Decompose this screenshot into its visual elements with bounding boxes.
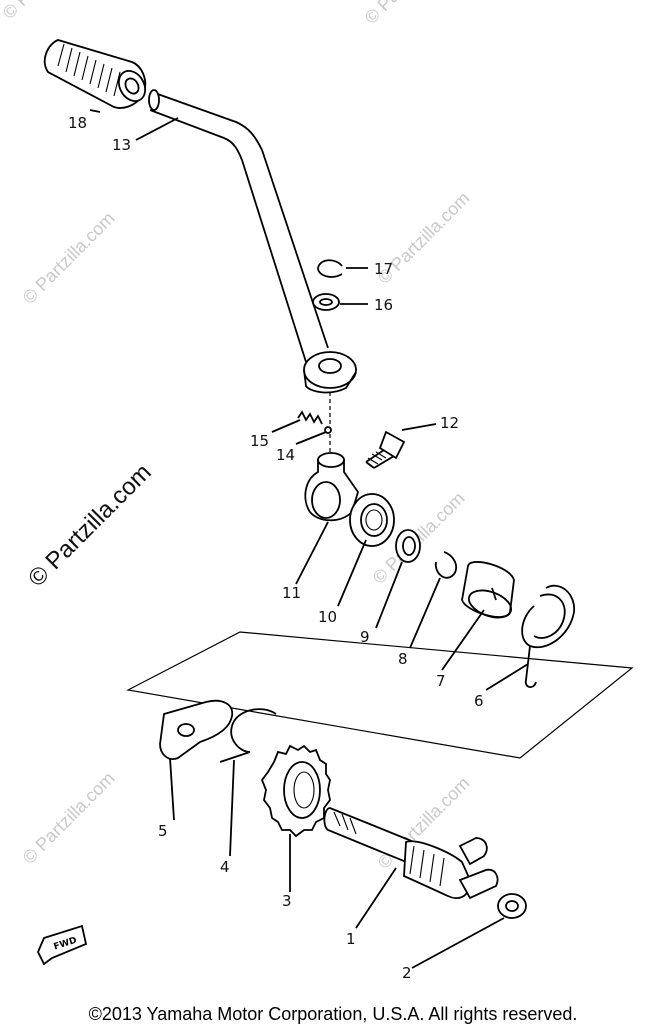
watermark-3: © Partzilla.com — [19, 208, 119, 308]
ball — [324, 426, 332, 434]
assembly-outline — [126, 631, 634, 759]
oil-seal — [349, 493, 395, 547]
label-17: 17 — [374, 260, 393, 278]
kick-spring — [521, 584, 575, 688]
copyright-notice: ©2013 Yamaha Motor Corporation, U.S.A. A… — [88, 1004, 578, 1024]
label-6: 6 — [474, 692, 484, 710]
circlip — [317, 259, 343, 278]
label-9: 9 — [360, 628, 370, 646]
guide-plate — [159, 699, 234, 760]
label-10: 10 — [318, 608, 337, 626]
label-7: 7 — [436, 672, 446, 690]
kick-crank — [148, 89, 357, 394]
label-13: 13 — [112, 136, 131, 154]
label-3: 3 — [282, 892, 292, 910]
label-16: 16 — [374, 296, 393, 314]
label-4: 4 — [220, 858, 230, 876]
fwd-arrow-icon: FWD — [37, 924, 88, 966]
kick-grip — [43, 39, 147, 109]
watermark-2: © Partzilla.com — [361, 0, 461, 28]
kick-axle — [323, 807, 499, 900]
kick-clip — [219, 708, 277, 763]
washer — [312, 293, 340, 311]
bolt — [365, 430, 406, 469]
snap-ring — [434, 551, 458, 579]
label-18: 18 — [68, 114, 87, 132]
label-11: 11 — [282, 584, 301, 602]
spring — [297, 410, 323, 425]
spring-cover — [461, 561, 515, 619]
label-2: 2 — [402, 964, 412, 982]
label-12: 12 — [440, 414, 459, 432]
label-14: 14 — [276, 446, 295, 464]
kick-boss — [304, 452, 359, 522]
part-labels: 18 13 17 16 15 14 12 11 10 9 8 7 6 5 4 3… — [68, 114, 484, 982]
kick-gear — [260, 744, 331, 838]
plain-washer — [395, 529, 421, 563]
watermark-1: © Partzilla.com — [0, 0, 99, 23]
label-8: 8 — [398, 650, 408, 668]
label-1: 1 — [346, 930, 356, 948]
watermark-main: © Partzilla.com — [23, 459, 156, 592]
leader-lines — [89, 109, 529, 969]
kick-starter-parts-diagram: © Partzilla.com © Partzilla.com © Partzi… — [0, 0, 634, 982]
watermark-6: © Partzilla.com — [19, 768, 119, 868]
label-5: 5 — [158, 822, 168, 840]
axle-washer — [497, 893, 527, 919]
label-15: 15 — [250, 432, 269, 450]
